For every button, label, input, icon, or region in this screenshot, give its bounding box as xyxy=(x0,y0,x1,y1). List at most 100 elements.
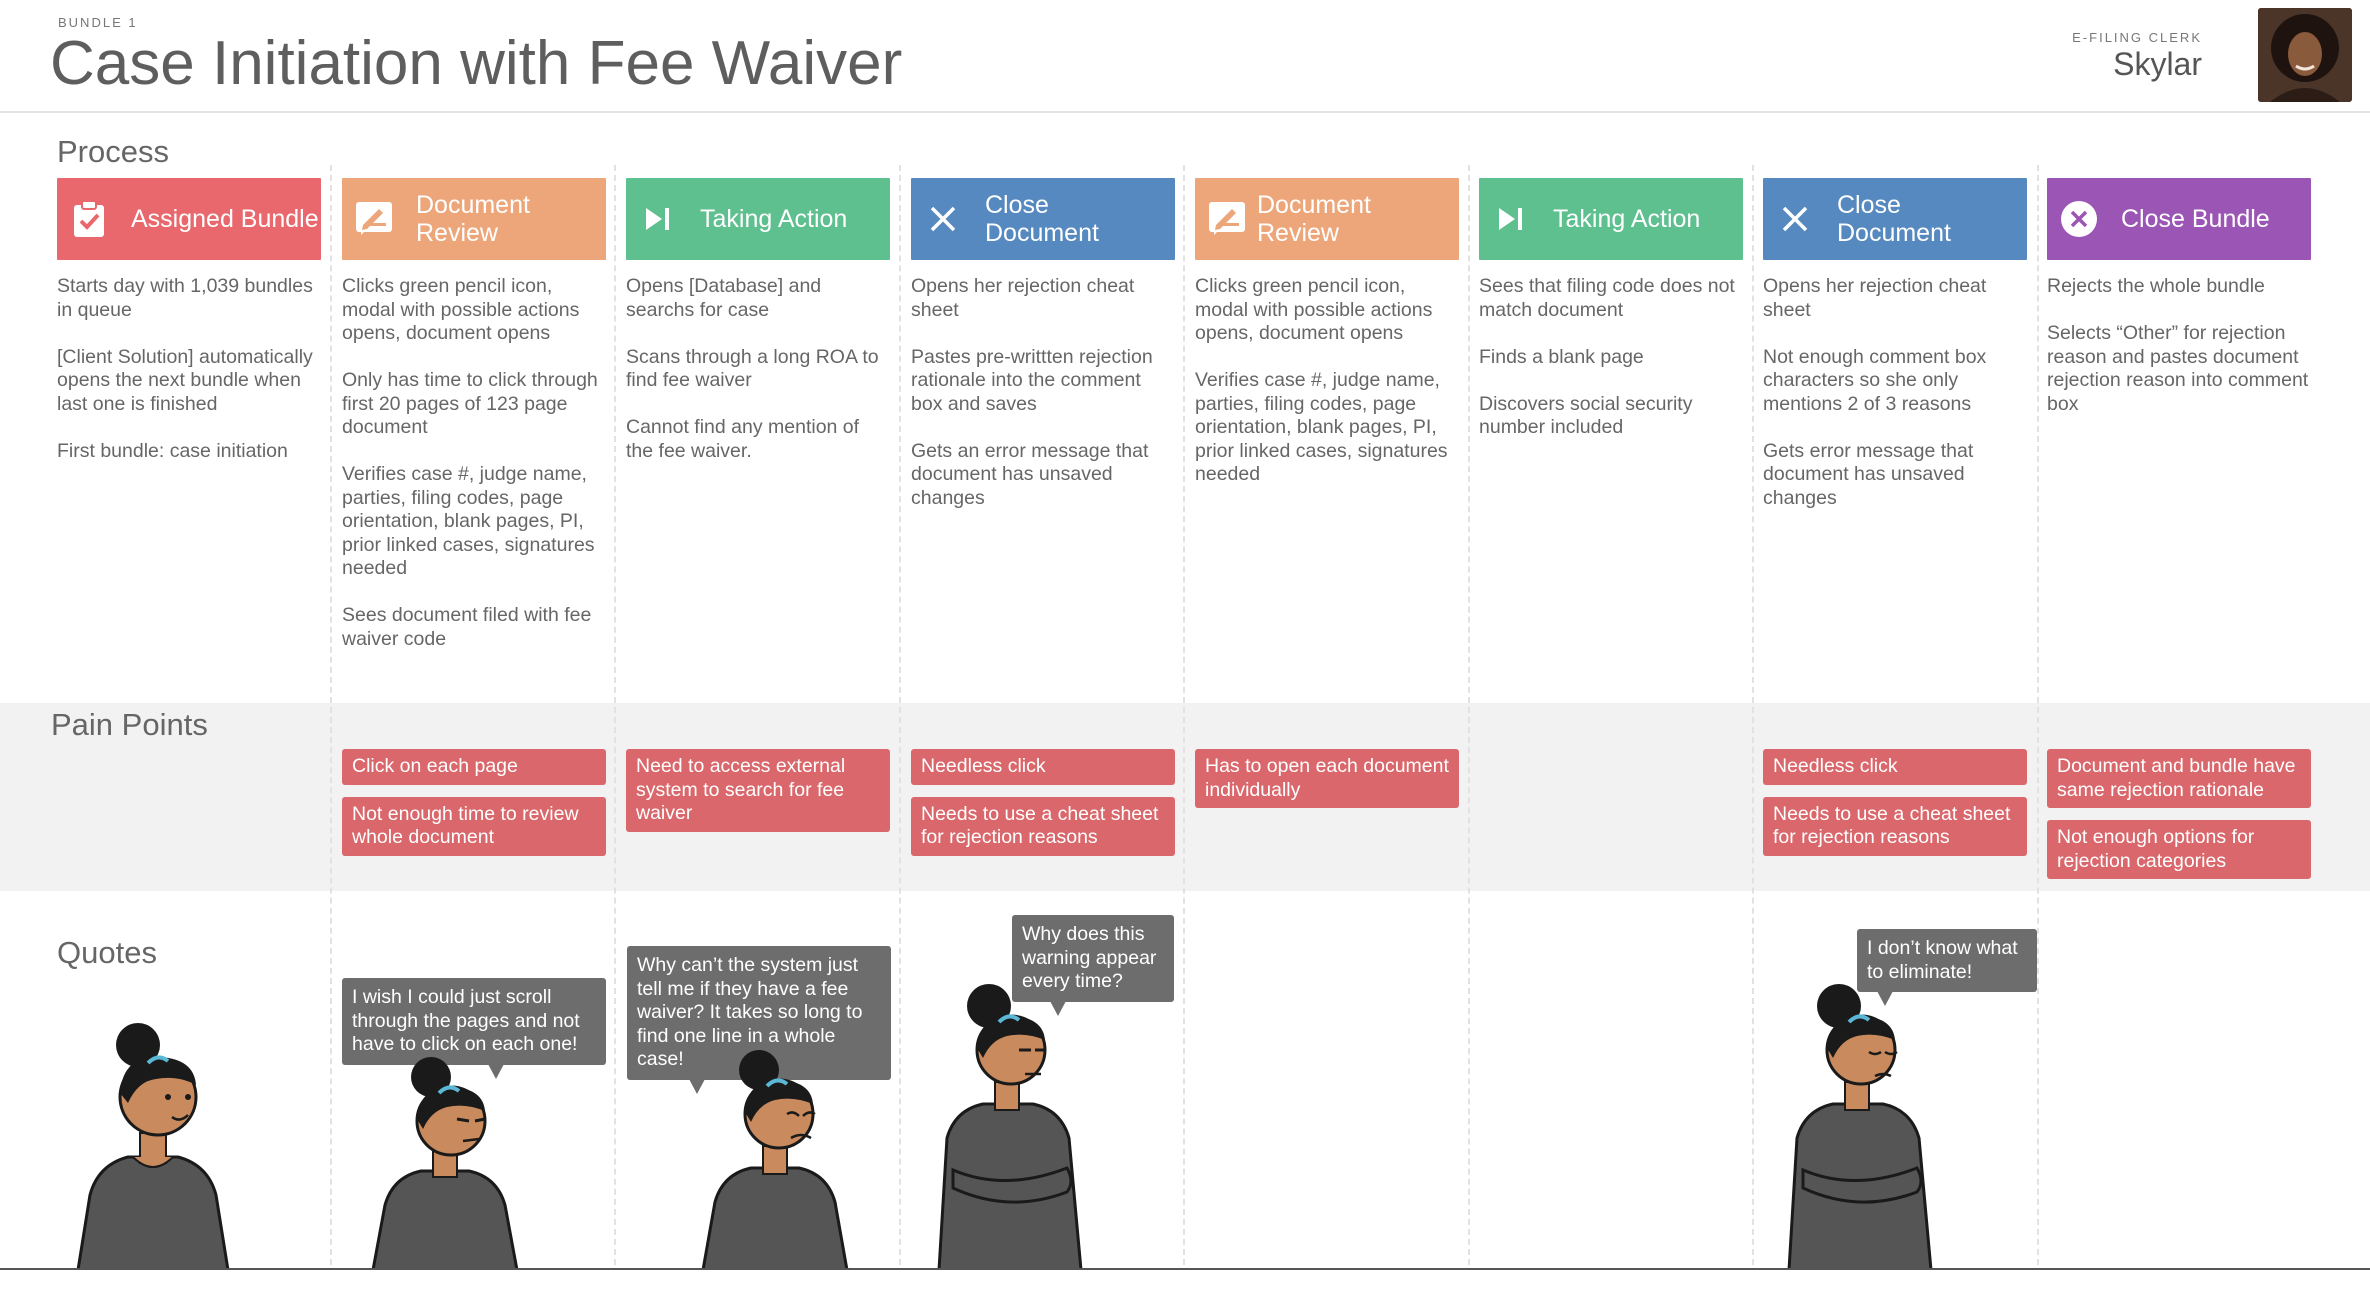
step-label: Close Bundle xyxy=(2121,205,2270,233)
quote-bubble: Why does this warning appear every time? xyxy=(1012,915,1174,1015)
process-step-4: Close Document Opens her rejection cheat… xyxy=(911,178,1175,534)
clipboard-check-icon xyxy=(69,199,109,239)
description-line: Pastes pre-writtten rejection rationale … xyxy=(911,345,1153,415)
process-step-6: Taking Action Sees that filing code does… xyxy=(1479,178,1743,463)
close-x-icon xyxy=(1775,199,1815,239)
step-header: Close Document xyxy=(911,178,1175,260)
person-illustration xyxy=(937,984,1083,1270)
person-illustration xyxy=(1787,984,1933,1270)
column-divider xyxy=(1468,165,1470,1265)
person-illustration xyxy=(701,1050,849,1270)
circle-x-icon xyxy=(2059,199,2099,239)
pain-point-card: Needs to use a cheat sheet for rejection… xyxy=(1763,796,2027,856)
pain-point-card: Needless click xyxy=(911,749,1175,785)
description-line: [Client Solution] automatically opens th… xyxy=(57,345,313,415)
column-divider xyxy=(614,165,616,1265)
step-description: Clicks green pencil icon, modal with pos… xyxy=(1195,275,1459,487)
pain-point-card: Document and bundle have same rejection … xyxy=(2047,749,2311,808)
process-step-8: Close Bundle Rejects the whole bundle Se… xyxy=(2047,178,2311,440)
page-header: BUNDLE 1 Case Initiation with Fee Waiver… xyxy=(0,0,2370,113)
process-section-label: Process xyxy=(57,134,169,169)
avatar xyxy=(2258,8,2352,102)
step-description: Opens [Database] and searchs for case Sc… xyxy=(626,275,890,463)
persona-role: E-FILING CLERK xyxy=(2072,30,2202,45)
quotes-section-label: Quotes xyxy=(57,935,157,970)
description-line: Clicks green pencil icon, modal with pos… xyxy=(342,275,580,344)
step-label: Assigned Bundle xyxy=(131,205,319,233)
step-label: Taking Action xyxy=(700,205,848,233)
description-line: Starts day with 1,039 bundles in queue xyxy=(57,275,313,321)
quote-bubble: I don’t know what to eliminate! xyxy=(1857,929,2037,1006)
pencil-icon xyxy=(1207,199,1247,239)
pain-points-step-4: Needless click Needs to use a cheat shee… xyxy=(911,749,1175,868)
step-description: Starts day with 1,039 bundles in queue [… xyxy=(57,275,321,463)
step-label: Document Review xyxy=(416,191,530,247)
bundle-kicker: BUNDLE 1 xyxy=(58,15,138,30)
description-line: Opens [Database] and searchs for case xyxy=(626,275,822,321)
description-line: Clicks green pencil icon, modal with pos… xyxy=(1195,275,1433,344)
step-header: Close Document xyxy=(1763,178,2027,260)
description-line: Finds a blank page xyxy=(1479,345,1644,368)
pain-point-card: Need to access external system to search… xyxy=(626,749,890,832)
step-label: Document Review xyxy=(1257,191,1371,247)
description-line: Discovers social security number include… xyxy=(1479,392,1693,439)
process-step-7: Close Document Opens her rejection cheat… xyxy=(1763,178,2027,534)
step-description: Opens her rejection cheat sheet Pastes p… xyxy=(911,275,1175,510)
step-description: Opens her rejection cheat sheet Not enou… xyxy=(1763,275,2027,510)
description-line: Gets an error message that document has … xyxy=(911,439,1149,509)
description-line: Opens her rejection cheat sheet xyxy=(911,275,1135,321)
step-label: Taking Action xyxy=(1553,205,1701,233)
description-line: Verifies case #, judge name, parties, fi… xyxy=(342,463,595,579)
page-title: Case Initiation with Fee Waiver xyxy=(50,29,903,98)
description-line: First bundle: case initiation xyxy=(57,439,288,462)
description-line: Rejects the whole bundle xyxy=(2047,275,2265,297)
quote-bubble: I wish I could just scroll through the p… xyxy=(342,978,606,1078)
column-divider xyxy=(1752,165,1754,1265)
process-step-5: Document Review Clicks green pencil icon… xyxy=(1195,178,1459,510)
step-description: Rejects the whole bundle Selects “Other”… xyxy=(2047,275,2311,416)
pain-points-section-label: Pain Points xyxy=(51,707,208,742)
ground-line xyxy=(0,1268,2370,1270)
process-step-3: Taking Action Opens [Database] and searc… xyxy=(626,178,890,487)
description-line: Only has time to click through first 20 … xyxy=(342,369,598,438)
step-description: Clicks green pencil icon, modal with pos… xyxy=(342,275,606,651)
step-header: Close Bundle xyxy=(2047,178,2311,260)
step-description: Sees that filing code does not match doc… xyxy=(1479,275,1743,440)
person-illustration xyxy=(371,1057,519,1270)
description-line: Selects “Other” for rejection reason and… xyxy=(2047,322,2309,415)
pain-point-card: Click on each page xyxy=(342,749,606,785)
process-step-1: Assigned Bundle Starts day with 1,039 bu… xyxy=(57,178,321,487)
pain-points-step-7: Needless click Needs to use a cheat shee… xyxy=(1763,749,2027,868)
step-header: Document Review xyxy=(342,178,606,260)
process-step-2: Document Review Clicks green pencil icon… xyxy=(342,178,606,675)
pain-points-step-3: Need to access external system to search… xyxy=(626,749,890,844)
description-line: Sees that filing code does not match doc… xyxy=(1479,275,1735,321)
description-line: Gets error message that document has uns… xyxy=(1763,439,1974,509)
description-line: Verifies case #, judge name, parties, fi… xyxy=(1195,369,1448,485)
person-illustration xyxy=(76,1023,230,1270)
description-line: Opens her rejection cheat sheet xyxy=(1763,275,1987,321)
skip-forward-icon xyxy=(1491,199,1531,239)
step-header: Assigned Bundle xyxy=(57,178,321,260)
pain-point-card: Needs to use a cheat sheet for rejection… xyxy=(911,796,1175,856)
description-line: Sees document filed with fee waiver code xyxy=(342,604,592,650)
pain-point-card: Has to open each document individually xyxy=(1195,749,1459,808)
column-divider xyxy=(899,165,901,1265)
close-x-icon xyxy=(923,199,963,239)
column-divider xyxy=(330,165,332,1265)
description-line: Not enough comment box characters so she… xyxy=(1763,345,1987,415)
pain-point-card: Not enough time to review whole document xyxy=(342,796,606,856)
pain-points-step-8: Document and bundle have same rejection … xyxy=(2047,749,2311,891)
description-line: Cannot find any mention of the fee waive… xyxy=(626,416,860,462)
quote-bubble: Why can’t the system just tell me if the… xyxy=(627,946,891,1093)
step-header: Taking Action xyxy=(1479,178,1743,260)
pain-point-card: Needless click xyxy=(1763,749,2027,785)
avatar-photo-icon xyxy=(2258,8,2352,102)
pain-points-step-5: Has to open each document individually xyxy=(1195,749,1459,820)
step-header: Document Review xyxy=(1195,178,1459,260)
skip-forward-icon xyxy=(638,199,678,239)
column-divider xyxy=(1183,165,1185,1265)
step-label: Close Document xyxy=(1837,191,1951,247)
description-line: Scans through a long ROA to find fee wai… xyxy=(626,345,879,392)
column-divider xyxy=(2037,165,2039,1265)
